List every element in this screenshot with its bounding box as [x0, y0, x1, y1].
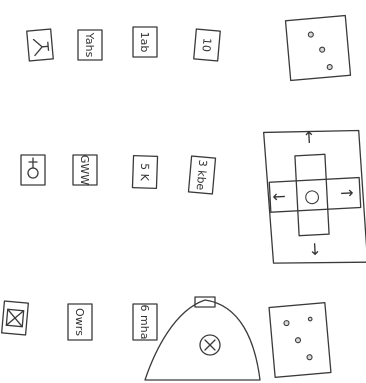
- blob-shape: [145, 297, 260, 380]
- dpad-right-icon[interactable]: →: [340, 183, 354, 203]
- card-9[interactable]: [2, 301, 29, 335]
- dpad-up-icon[interactable]: ↑: [302, 128, 316, 148]
- card-6-label: GWW: [78, 155, 91, 185]
- card-2[interactable]: Yahs: [78, 30, 102, 60]
- card-11[interactable]: 6 mha: [133, 304, 157, 340]
- card-8-label: 3 kbe: [194, 159, 210, 191]
- card-7-label: 5 K: [138, 163, 152, 182]
- card-10-label: Owrs: [73, 308, 86, 336]
- dpad-down-icon[interactable]: ↓: [308, 240, 322, 260]
- card-5[interactable]: [21, 155, 45, 185]
- card-3-label: 1ab: [138, 32, 151, 53]
- card-7[interactable]: 5 K: [132, 156, 157, 189]
- person-icon: [33, 38, 48, 55]
- image-placeholder-icon: [6, 309, 23, 326]
- card-1[interactable]: [27, 29, 54, 61]
- female-symbol-icon: [28, 158, 38, 178]
- dice-card-bottom[interactable]: [269, 303, 331, 378]
- card-4-label: 10: [199, 37, 213, 52]
- card-2-label: Yahs: [83, 32, 96, 58]
- dpad-center-button[interactable]: ○: [304, 186, 321, 208]
- card-10[interactable]: Owrs: [68, 304, 92, 340]
- dpad-left-icon[interactable]: ←: [272, 186, 286, 206]
- card-8[interactable]: 3 kbe: [188, 156, 215, 194]
- card-3[interactable]: 1ab: [133, 27, 157, 57]
- card-11-label: 6 mha: [138, 305, 151, 340]
- card-4[interactable]: 10: [194, 29, 221, 61]
- dice-card-top[interactable]: [285, 15, 350, 80]
- card-6[interactable]: GWW: [73, 155, 97, 185]
- dpad-control[interactable]: ↑ ↓ ← → ○: [264, 125, 366, 267]
